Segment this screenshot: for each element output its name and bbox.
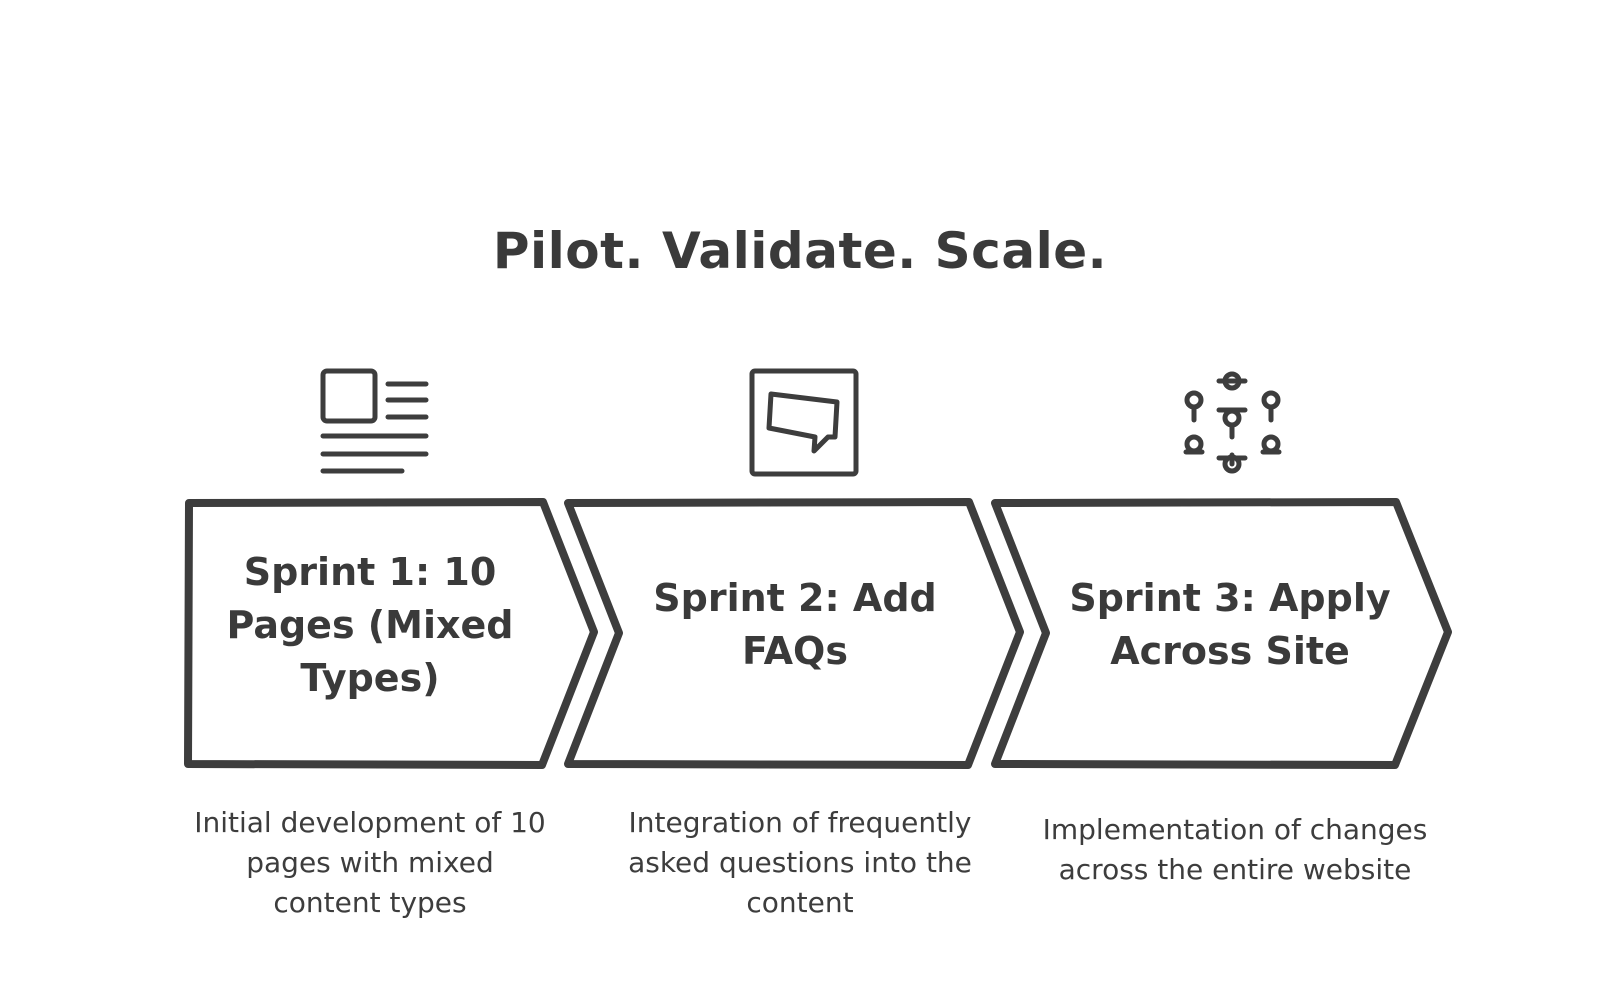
stage-3-label: Sprint 3: Apply Across Site <box>1069 576 1391 673</box>
diagram-title: Pilot. Validate. Scale. <box>492 222 1108 280</box>
stage-3-arrow <box>991 498 1452 769</box>
stage-3-description: Implementation of changes across the ent… <box>1042 813 1428 886</box>
stage-1-label: Sprint 1: 10 Pages (Mixed Types) <box>226 549 514 700</box>
stage-2-label: Sprint 2: Add FAQs <box>653 576 937 673</box>
stage-1-description: Initial development of 10 pages with mix… <box>194 806 546 919</box>
stage-2-arrow <box>564 498 1024 769</box>
document-layout-icon <box>320 368 429 474</box>
network-nodes-icon <box>1183 371 1282 474</box>
stage-1-arrow <box>184 498 598 769</box>
stage-2-description: Integration of frequently asked question… <box>628 806 972 919</box>
chat-bubble-icon <box>749 368 859 477</box>
